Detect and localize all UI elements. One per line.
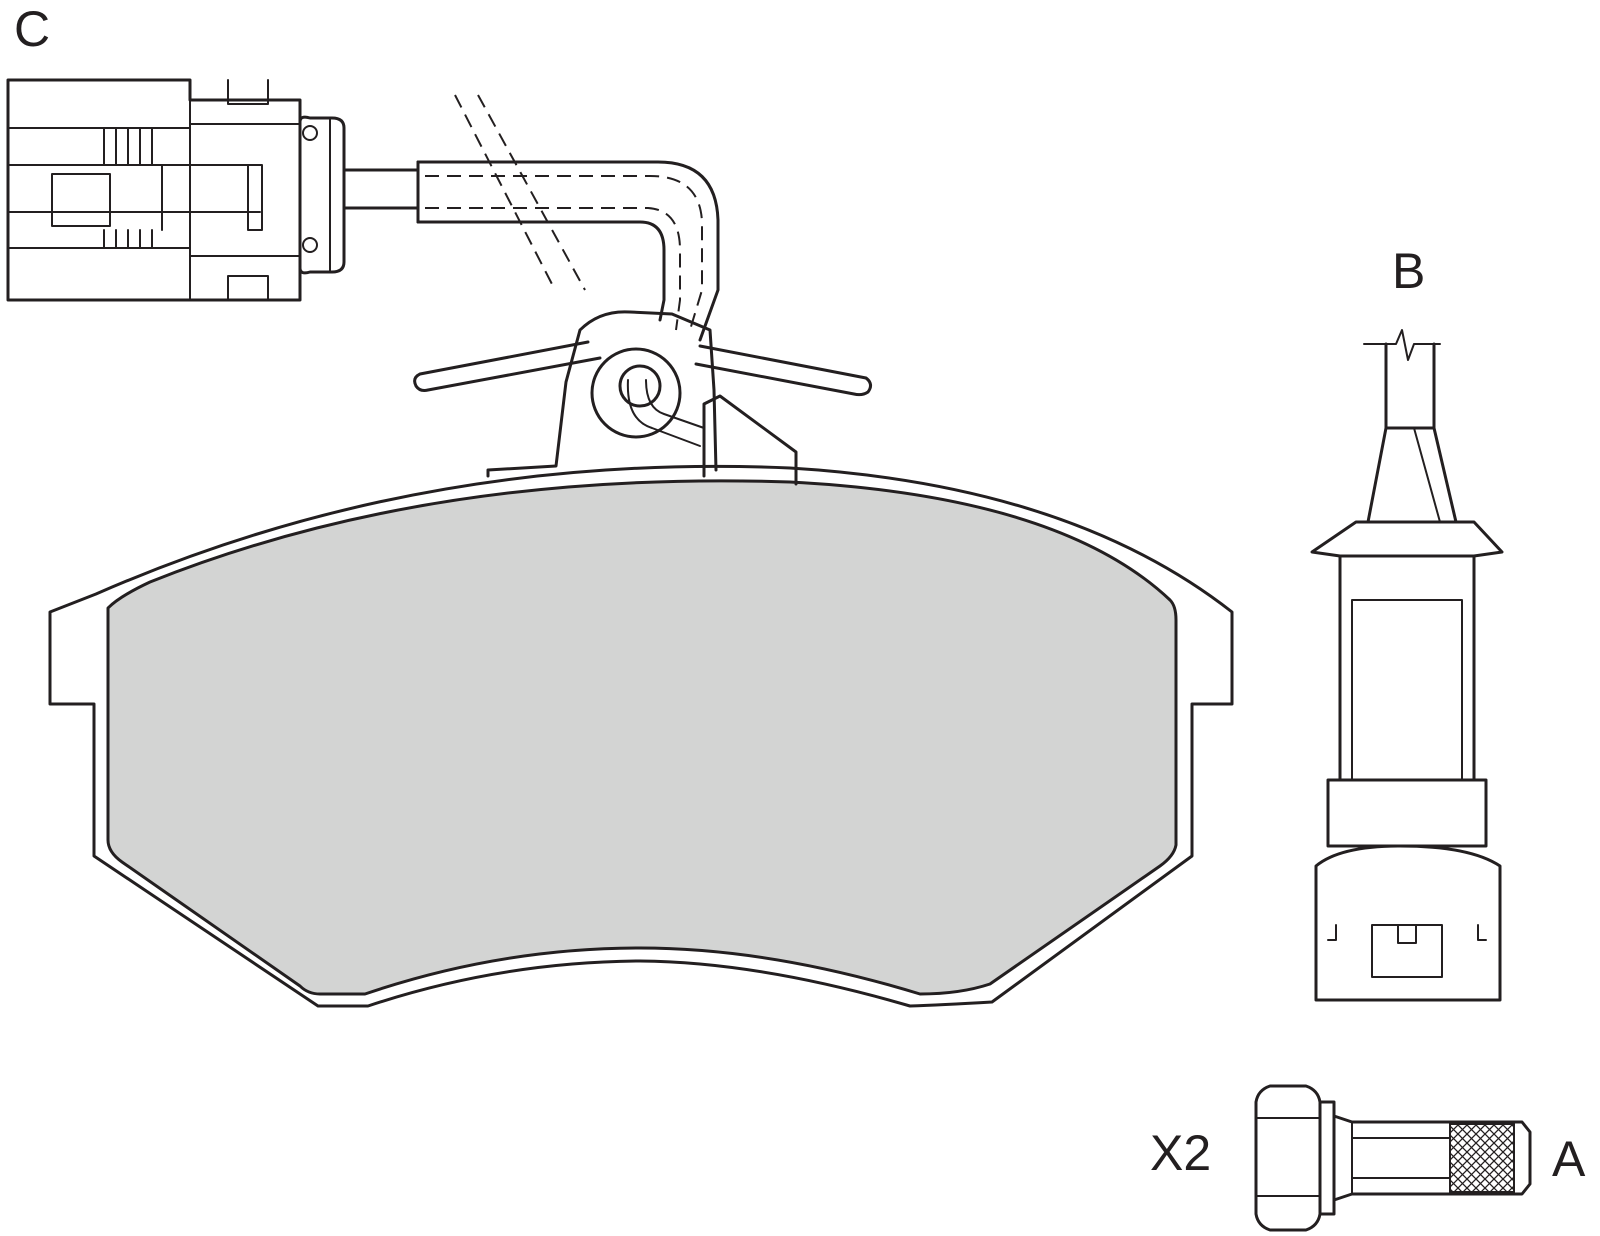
guide-bolt — [1254, 1084, 1532, 1232]
sensor-wire — [416, 94, 720, 342]
friction-material — [106, 479, 1178, 996]
brake-pad-front-view — [48, 310, 1234, 1008]
wear-sensor-connector — [6, 78, 420, 302]
bolt-quantity-label: X2 — [1150, 1125, 1211, 1181]
bolt-label: A — [1552, 1131, 1586, 1187]
side-view-label: B — [1392, 243, 1425, 299]
brake-pad-side-view — [1310, 329, 1504, 1002]
connector-label: C — [14, 1, 50, 57]
